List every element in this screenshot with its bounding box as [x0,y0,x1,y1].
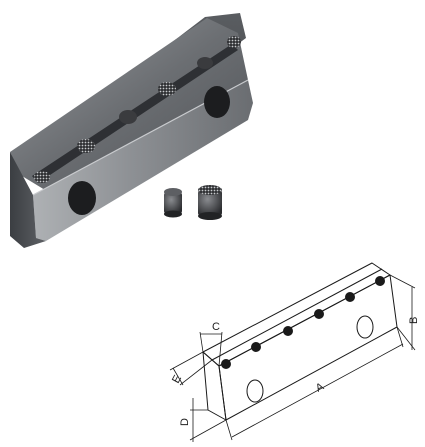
dimension-c [199,331,223,367]
drawing-insert [283,326,293,336]
loose-insert-plain [164,188,182,218]
drawing-insert [251,342,261,352]
loose-insert-studded [198,185,222,220]
dimension-b [389,274,416,351]
dimension-label-d: D [179,418,191,426]
dimension-a [225,326,404,441]
groove-insert [197,57,213,69]
drawing-inserts [221,276,385,369]
mounting-hole-right [204,86,230,118]
drawing-insert [314,309,324,319]
steel-jaw-photo [10,13,253,248]
groove-insert [227,36,241,48]
drawing-groove-line [211,268,383,361]
drawing-insert [375,276,385,286]
jaw-end-face [10,152,46,248]
drawing-insert [345,292,355,302]
groove-insert [34,171,50,183]
dimension-e [169,351,213,386]
loose-inserts [164,185,222,220]
groove-insert [119,110,137,124]
dimension-d [189,398,227,442]
groove-insert [77,139,95,153]
technical-drawing: A B C D E [169,262,420,442]
groove-insert [158,82,176,96]
mounting-hole-left [68,181,96,215]
dimension-label-a: A [314,380,327,394]
groove-inserts [34,36,241,183]
drawing-hole-left [246,379,264,403]
jaw-top-face [10,18,248,190]
drawing-hole-right [356,315,374,339]
dimension-label-c: C [212,321,220,333]
dimension-label-b: B [408,317,420,324]
drawing-insert [221,359,231,369]
